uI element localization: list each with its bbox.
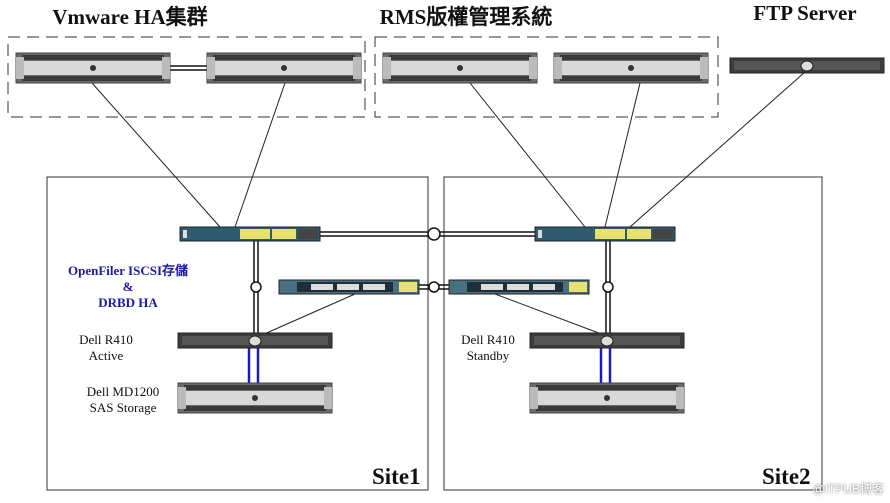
sas-links — [247, 348, 612, 384]
site2-box — [443, 176, 823, 491]
site1-box — [46, 176, 429, 491]
storage-label-line2: & — [122, 279, 134, 294]
rms-title: RMS版權管理系統 — [379, 5, 553, 29]
site1-r410 — [177, 332, 333, 349]
site1-storage-type: SAS Storage — [89, 400, 157, 415]
vmware-server-1 — [15, 52, 171, 84]
site2-label: Site2 — [762, 464, 811, 489]
site1-core-switch — [179, 226, 321, 242]
storage-label: OpenFiler ISCSI存儲 & DRBD HA — [68, 263, 188, 311]
site1-label: Site1 — [372, 464, 421, 489]
rms-server-1 — [382, 52, 538, 84]
site1-storage-model: Dell MD1200 — [86, 384, 160, 399]
site1-server-model: Dell R410 — [79, 332, 133, 347]
rms-server-2 — [553, 52, 709, 84]
storage-label-line1: OpenFiler ISCSI存儲 — [67, 263, 189, 278]
site2-r410 — [529, 332, 685, 349]
site2-core-switch — [534, 226, 676, 242]
vmware-cluster-box — [7, 36, 366, 118]
site2-server-label: Dell R410 Standby — [461, 332, 515, 364]
trunk-links — [170, 65, 614, 333]
rms-cluster-box — [374, 36, 719, 118]
site1-server-label: Dell R410 Active — [79, 332, 133, 364]
vmware-server-2 — [206, 52, 362, 84]
site1-storage-label: Dell MD1200 SAS Storage — [87, 384, 160, 416]
ftp-title: FTP Server — [753, 1, 857, 25]
ftp-server — [729, 57, 885, 74]
site2-server-role: Standby — [466, 348, 510, 363]
site1-md1200 — [177, 382, 333, 414]
site2-server-model: Dell R410 — [461, 332, 515, 347]
uplinks — [91, 71, 806, 336]
storage-label-line3: DRBD HA — [98, 295, 158, 310]
vmware-title: Vmware HA集群 — [52, 5, 208, 29]
site1-server-role: Active — [88, 348, 124, 363]
site2-md1200 — [529, 382, 685, 414]
watermark: @ITPUB博客 — [812, 482, 884, 496]
site2-storage-switch — [448, 279, 590, 295]
site1-storage-switch — [278, 279, 420, 295]
